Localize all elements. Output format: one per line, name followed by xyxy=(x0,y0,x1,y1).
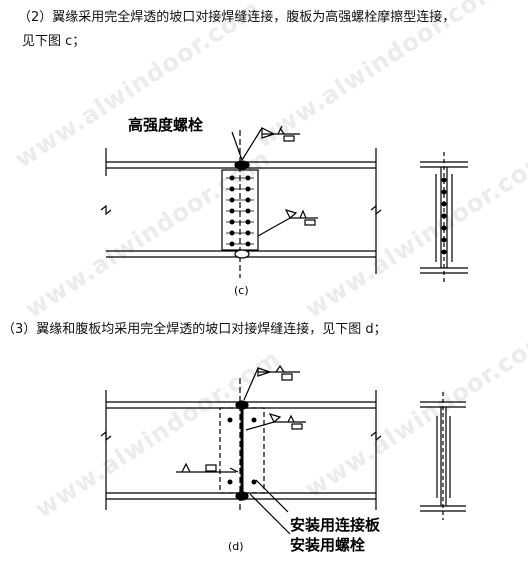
callout-erection-bolt: 安装用螺栓 xyxy=(290,536,365,554)
caption-c: (c) xyxy=(234,284,249,297)
callout-high-strength-bolt: 高强度螺栓 xyxy=(128,116,203,134)
paragraph-2-line-1: （2）翼缘采用完全焊透的坡口对接焊缝连接，腹板为高强螺栓摩擦型连接， xyxy=(18,10,456,25)
caption-d: (d) xyxy=(228,540,244,553)
paragraph-2: （2）翼缘采用完全焊透的坡口对接焊缝连接，腹板为高强螺栓摩擦型连接， 见下图 c… xyxy=(18,6,523,54)
paragraph-3: （3）翼缘和腹板均采用完全焊透的坡口对接焊缝连接，见下图 d； xyxy=(2,322,387,337)
paragraph-2-line-2: 见下图 c； xyxy=(22,34,86,49)
figure-c: 高强度螺栓 (c) xyxy=(100,116,468,297)
figure-d: 安装用连接板 安装用螺栓 (d) xyxy=(100,364,466,554)
callout-erection-plate: 安装用连接板 xyxy=(290,516,381,534)
